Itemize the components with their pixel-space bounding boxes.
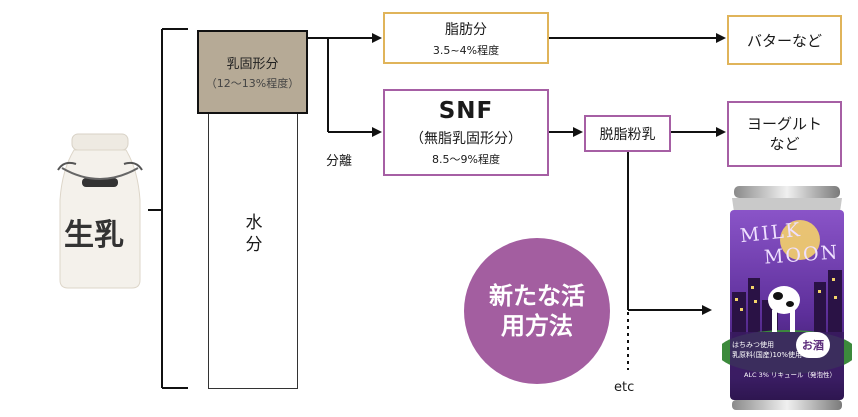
- yogurt-box: ヨーグルト など: [727, 101, 842, 167]
- butter-box: バターなど: [727, 15, 842, 65]
- can-alc-text: ALC 3% リキュール（発泡性）: [743, 371, 837, 379]
- can-text: はちみつ使用 乳原料(国産)10%使用: [732, 340, 848, 360]
- new-use-circle: 新たな活用方法: [464, 238, 610, 384]
- milk-solids-range: （12〜13%程度）: [205, 77, 300, 90]
- milk-solids-box: 乳固形分 （12〜13%程度）: [197, 30, 308, 114]
- milk-moon-can-icon: [722, 186, 852, 410]
- snf-box: SNF （無脂乳固形分） 8.5〜9%程度: [383, 89, 549, 176]
- fat-label: 脂肪分: [445, 21, 487, 38]
- snf-name: （無脂乳固形分）: [410, 131, 522, 147]
- can-text-line1: はちみつ使用: [732, 341, 774, 349]
- snf-abbr: SNF: [438, 98, 494, 124]
- water-column: [208, 114, 298, 389]
- butter-label: バターなど: [746, 31, 822, 50]
- water-label: 水分: [245, 213, 263, 255]
- separation-label: 分離: [326, 154, 353, 169]
- milk-solids-label: 乳固形分: [226, 57, 279, 72]
- skim-milk-label: 脱脂粉乳: [599, 126, 656, 143]
- snf-range: 8.5〜9%程度: [432, 153, 500, 166]
- skim-milk-box: 脱脂粉乳: [584, 115, 671, 152]
- raw-milk-label: 生乳: [64, 218, 124, 253]
- can-text-line2: 乳原料(国産)10%使用: [732, 351, 803, 359]
- fat-box: 脂肪分 3.5~4%程度: [383, 12, 549, 64]
- can-badge: お酒: [796, 332, 830, 358]
- etc-label: etc: [614, 380, 635, 395]
- milk-bottle-icon: [57, 133, 143, 289]
- fat-range: 3.5~4%程度: [432, 43, 500, 57]
- yogurt-label: ヨーグルト など: [746, 115, 822, 153]
- new-use-label: 新たな活用方法: [489, 282, 585, 340]
